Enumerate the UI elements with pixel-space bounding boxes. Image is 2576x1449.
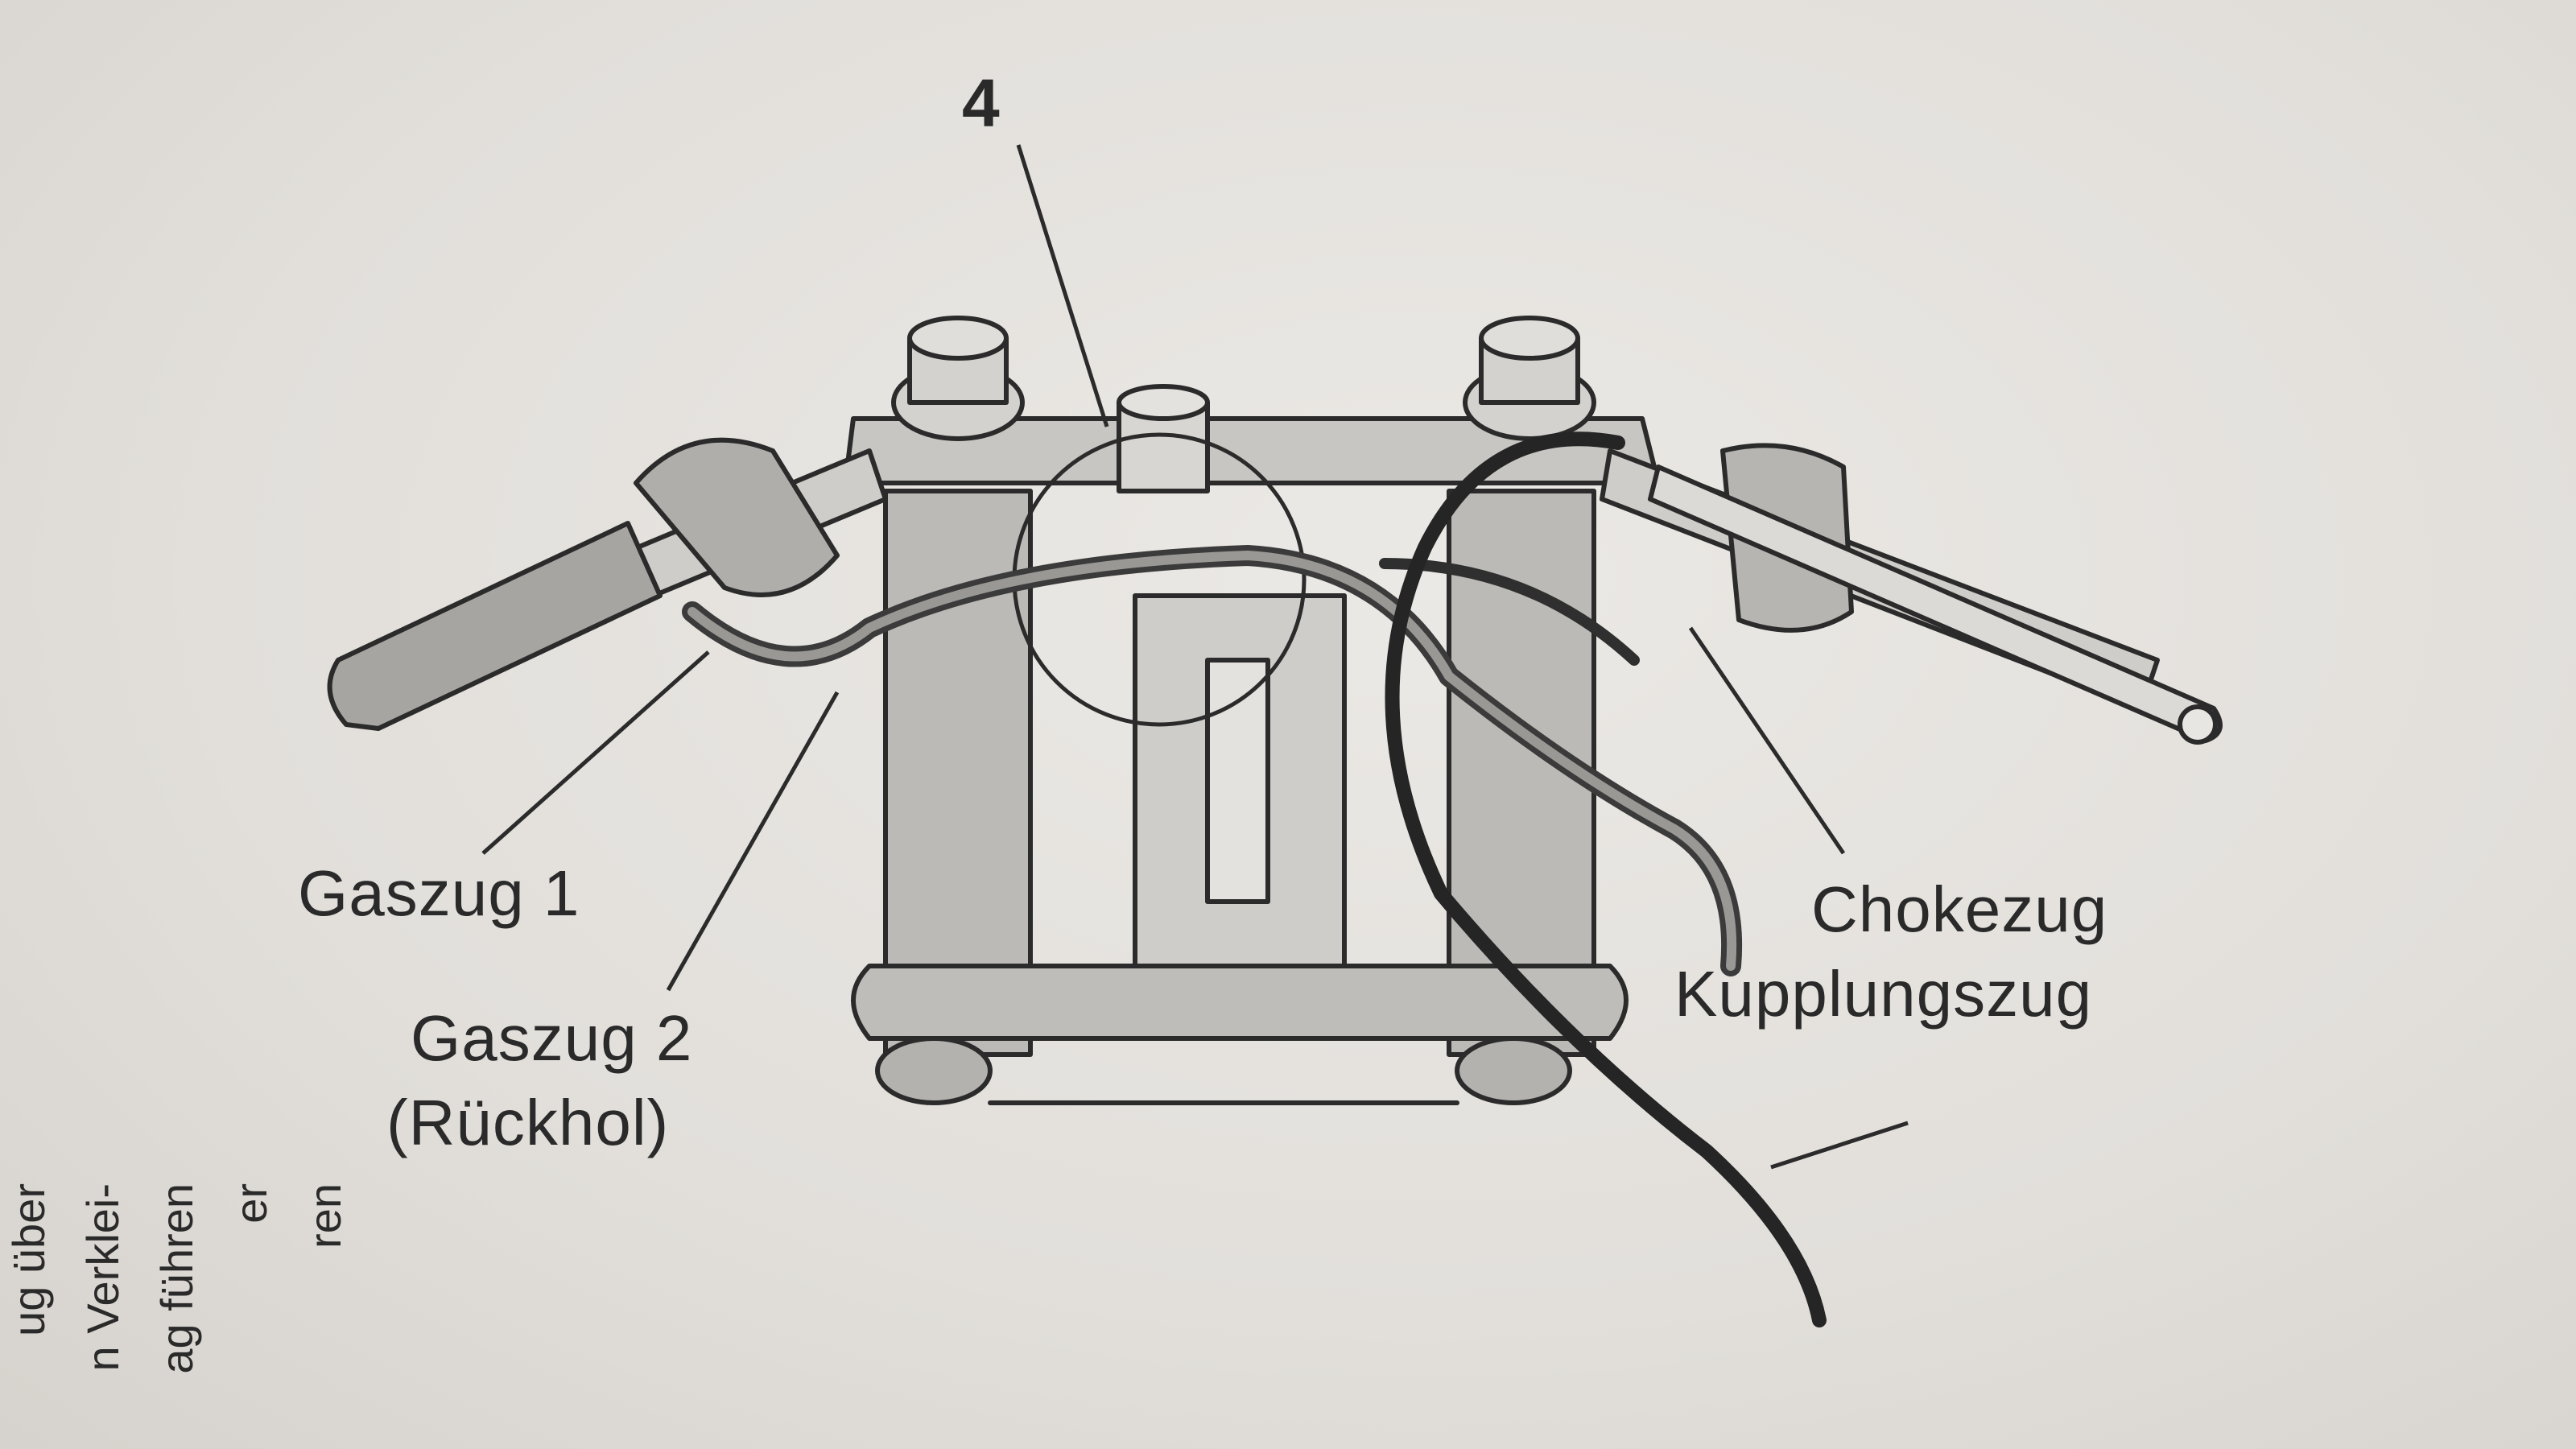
label-gaszug-1: Gaszug 1 <box>298 857 580 929</box>
label-rueckhol: (Rückhol) <box>386 1087 670 1158</box>
side-text-line: ren <box>299 1183 350 1249</box>
label-gaszug-2: Gaszug 2 <box>411 1002 693 1074</box>
clutch-cable <box>1385 431 1827 1327</box>
callout-number-4: 4 <box>962 65 1001 141</box>
label-chokezug: Chokezug <box>1811 873 2108 945</box>
side-text-line: er <box>225 1183 276 1224</box>
side-text-line: ag führen <box>151 1183 202 1374</box>
side-text-line: ug über <box>3 1183 54 1336</box>
rotated-side-text: ug über n Verklei- ag führen er ren <box>0 1183 362 1449</box>
side-text-line: n Verklei- <box>77 1183 128 1372</box>
throttle-housing <box>634 437 840 597</box>
left-grip <box>327 521 663 731</box>
label-kupplungszug: Kupplungszug <box>1674 958 2093 1030</box>
lower-triple-clamp <box>851 964 1629 1041</box>
